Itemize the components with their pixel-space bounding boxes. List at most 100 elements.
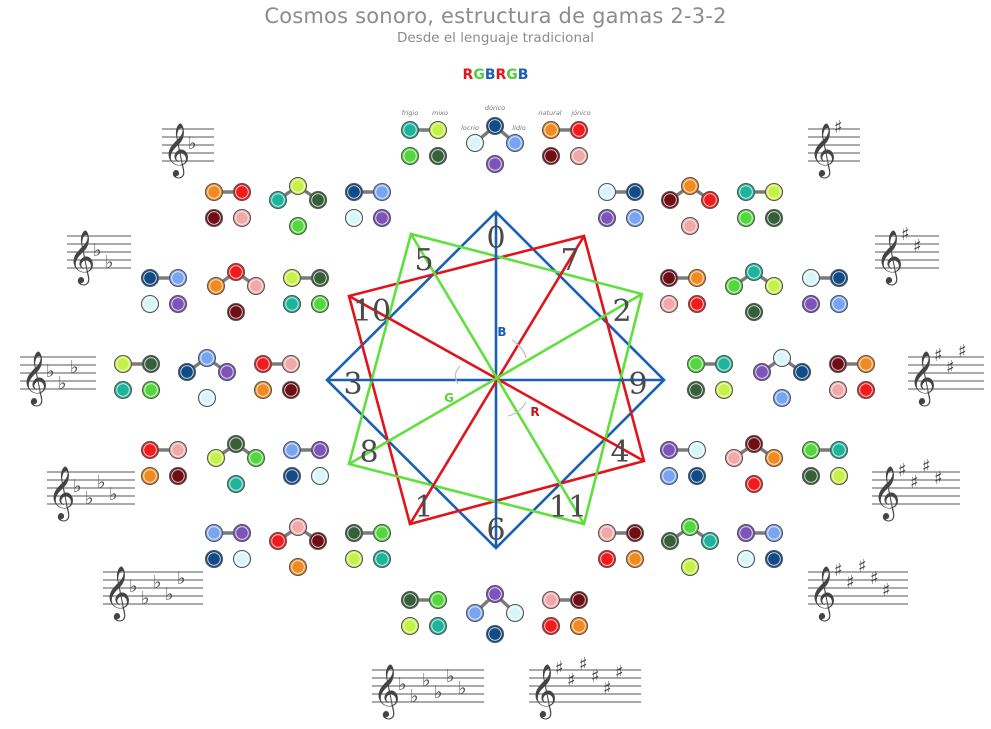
mode-legend-label: locrio: [461, 124, 479, 132]
axis-label-b: B: [497, 325, 506, 339]
mode-cluster-triangle: [177, 348, 237, 408]
treble-clef-icon: 𝄞: [104, 565, 131, 621]
treble-clef-icon: 𝄞: [809, 565, 836, 621]
flat-icon: ♭: [105, 252, 114, 273]
rgb-letter: G: [506, 67, 518, 83]
mode-cluster-pair: [140, 440, 188, 486]
sharp-icon: ♯: [603, 678, 612, 699]
mode-legend-label: jónico: [570, 109, 590, 117]
sharp-icon: ♯: [870, 568, 879, 589]
mode-cluster-pair: [659, 440, 707, 486]
key-signature-1b: 𝄞♭: [162, 122, 214, 178]
mode-cluster-pair: [204, 523, 252, 569]
sharp-icon: ♯: [858, 556, 867, 577]
key-signature-6b: 𝄞♭♭♭♭♭♭: [372, 663, 484, 719]
treble-clef-icon: 𝄞: [876, 229, 903, 285]
sharp-icon: ♯: [946, 357, 955, 378]
axis-label-r: R: [530, 405, 539, 419]
mode-cluster-pair: [801, 440, 849, 486]
mode-cluster-triangle: [268, 517, 328, 577]
mode-cluster-triangle: [206, 262, 266, 322]
rgb-letter: G: [473, 67, 485, 83]
treble-clef-icon: 𝄞: [21, 350, 48, 406]
mode-cluster-triangle: [724, 434, 784, 494]
mode-cluster-triangle: [465, 116, 525, 174]
flat-icon: ♭: [93, 240, 102, 261]
mode-legend-label: mixo: [432, 109, 448, 117]
rgb-label: RGBRGB: [0, 67, 991, 83]
mode-legend-label: natural: [538, 109, 561, 117]
flat-icon: ♭: [188, 133, 197, 154]
star-number-label: 1: [414, 490, 433, 525]
mode-cluster-triangle: [268, 176, 328, 236]
flat-icon: ♭: [177, 568, 186, 589]
green-spoke-a: [348, 292, 643, 466]
flat-icon: ♭: [446, 666, 455, 687]
key-signature-2s: 𝄞♯♯: [875, 224, 939, 285]
mode-legend-label: dórico: [485, 104, 505, 112]
sharp-icon: ♯: [901, 224, 910, 245]
mode-cluster-pair: [253, 354, 301, 400]
mode-cluster-pair: [344, 182, 392, 228]
green-spoke-b: [409, 233, 586, 525]
mode-cluster-triangle: [465, 584, 525, 644]
key-signature-4s: 𝄞♯♯♯♯: [872, 456, 960, 521]
mode-legend-label: frigio: [402, 109, 419, 117]
flat-icon: ♭: [165, 584, 174, 605]
sharp-icon: ♯: [846, 572, 855, 593]
flat-icon: ♭: [422, 670, 431, 691]
key-signature-3b: 𝄞♭♭♭: [20, 350, 96, 406]
mode-cluster-pair: [541, 120, 589, 166]
page-subtitle: Desde el lenguaje tradicional: [396, 30, 595, 46]
treble-clef-icon: 𝄞: [909, 350, 936, 406]
mode-cluster-pair: [597, 523, 645, 569]
treble-clef-icon: 𝄞: [373, 663, 400, 719]
sharp-icon: ♯: [615, 662, 624, 683]
key-signature-3s: 𝄞♯♯♯: [908, 341, 984, 406]
mode-cluster-pair: [400, 590, 448, 636]
mode-cluster-triangle: [206, 434, 266, 494]
sharp-icon: ♯: [882, 580, 891, 601]
star-number-label: 9: [628, 367, 647, 402]
mode-cluster-pair: [801, 268, 849, 314]
flat-icon: ♭: [85, 488, 94, 509]
sharp-icon: ♯: [579, 654, 588, 675]
star-number-label: 0: [486, 221, 505, 256]
mode-cluster-pair: [541, 590, 589, 636]
star-number-label: 6: [486, 513, 505, 548]
star-number-label: 11: [549, 490, 587, 525]
flat-icon: ♭: [129, 576, 138, 597]
mode-legend-label: lidio: [512, 124, 526, 132]
sharp-icon: ♯: [934, 345, 943, 366]
sharp-icon: ♯: [910, 472, 919, 493]
sharp-icon: ♯: [834, 117, 843, 138]
mode-cluster-pair: [113, 354, 161, 400]
treble-clef-icon: 𝄞: [68, 229, 95, 285]
mode-cluster-pair: [736, 523, 784, 569]
rotation-arc-red: [507, 401, 527, 417]
sharp-icon: ♯: [922, 456, 931, 477]
star-number-label: 5: [414, 243, 433, 278]
rotation-arc-green: [454, 365, 461, 385]
sharp-icon: ♯: [958, 341, 967, 362]
mode-cluster-triangle: [660, 517, 720, 577]
flat-icon: ♭: [458, 678, 467, 699]
rgb-letter: B: [517, 67, 529, 83]
mode-cluster-pair: [204, 182, 252, 228]
mode-cluster-pair: [140, 268, 188, 314]
treble-clef-icon: 𝄞: [530, 663, 557, 719]
star-number-label: 3: [343, 367, 362, 402]
key-signature-5s: 𝄞♯♯♯♯♯: [808, 556, 908, 621]
flat-icon: ♭: [410, 686, 419, 707]
sharp-icon: ♯: [898, 460, 907, 481]
mode-cluster-pair: [828, 354, 876, 400]
flat-icon: ♭: [58, 373, 67, 394]
mode-cluster-pair: [736, 182, 784, 228]
treble-clef-icon: 𝄞: [48, 465, 75, 521]
rgb-letter: R: [462, 67, 474, 83]
key-signature-4b: 𝄞♭♭♭♭: [47, 465, 135, 521]
star-number-label: 7: [560, 243, 579, 278]
treble-clef-icon: 𝄞: [873, 465, 900, 521]
flat-icon: ♭: [398, 674, 407, 695]
